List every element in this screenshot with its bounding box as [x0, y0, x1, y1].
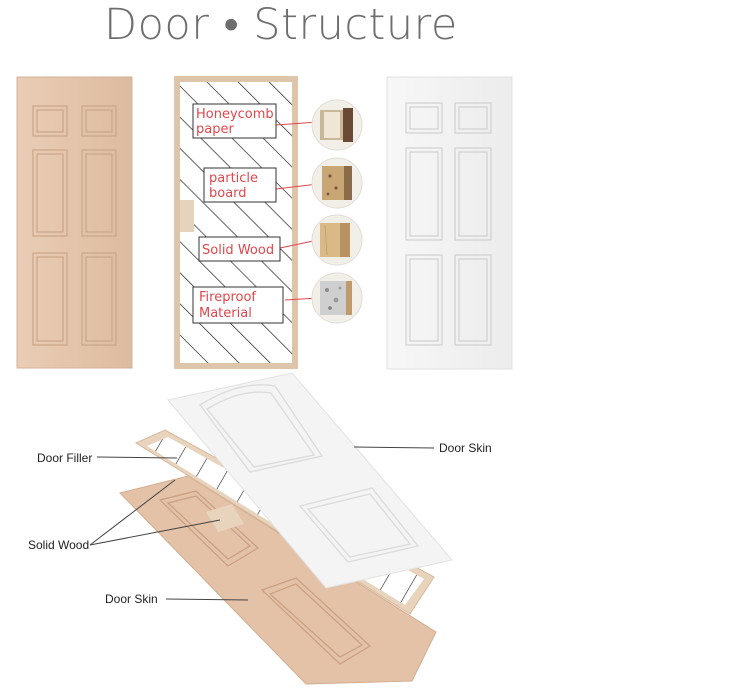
svg-text:Honeycomb: Honeycomb	[196, 107, 274, 122]
exploded-top-door-skin	[167, 372, 453, 589]
white-door-front	[386, 76, 513, 370]
beige-door-front	[16, 76, 133, 369]
label-solid-wood: Solid Wood	[198, 236, 281, 262]
svg-text:board: board	[209, 186, 247, 201]
label-particle-board: particle board	[203, 167, 277, 203]
label-honeycomb-paper: Honeycomb paper	[192, 103, 277, 139]
particle-board-sample-image	[311, 157, 363, 209]
fireproof-sample-image	[311, 272, 363, 324]
svg-text:Solid Wood: Solid Wood	[202, 243, 274, 258]
svg-text:paper: paper	[196, 122, 234, 137]
label-fireproof-material: Fireproof Material	[192, 286, 284, 324]
exploded-bottom-door-skin	[119, 475, 437, 685]
honeycomb-sample-image	[311, 99, 363, 151]
label-door-filler: Door Filler	[37, 451, 92, 465]
label-door-skin-bottom: Door Skin	[105, 592, 158, 606]
svg-text:particle: particle	[209, 171, 258, 186]
solid-wood-sample-image	[311, 214, 363, 266]
svg-text:Material: Material	[199, 306, 252, 321]
label-exploded-solid-wood: Solid Wood	[28, 538, 89, 552]
page-title: Door • Structure	[104, 0, 458, 50]
label-door-skin-top: Door Skin	[439, 441, 492, 455]
exploded-leader-lines	[89, 446, 435, 601]
svg-text:Fireproof: Fireproof	[199, 290, 256, 305]
